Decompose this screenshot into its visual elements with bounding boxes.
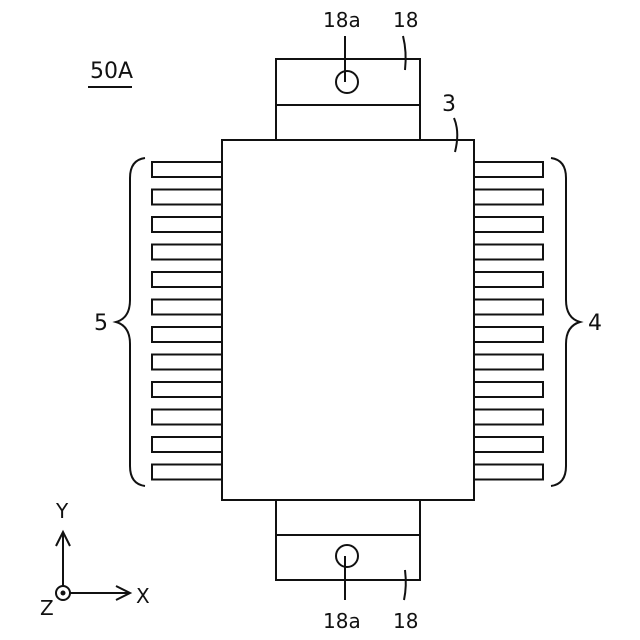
x-axis-label: X — [136, 584, 150, 608]
left-pin — [152, 272, 224, 287]
right-pin — [472, 465, 543, 480]
right-pin-bracket — [551, 158, 580, 486]
coordinate-axes: Y X Z — [40, 499, 150, 620]
left-pin — [152, 162, 224, 177]
right-pin — [472, 272, 543, 287]
device-label: 50A — [90, 59, 133, 84]
right-pin — [472, 300, 543, 315]
right-pin — [472, 245, 543, 260]
left-pin — [152, 465, 224, 480]
right-pin — [472, 217, 543, 232]
left-pin — [152, 437, 224, 452]
left-pin — [152, 382, 224, 397]
top-hole-label: 18a — [323, 8, 361, 32]
right-pin — [472, 437, 543, 452]
right-pin — [472, 162, 543, 177]
bottom-tab-label: 18 — [393, 609, 418, 633]
right-pin — [472, 355, 543, 370]
left-pin — [152, 300, 224, 315]
right-pin-row — [472, 162, 543, 480]
top-mounting-tab — [276, 59, 420, 140]
y-axis-label: Y — [55, 499, 69, 523]
right-pin — [472, 190, 543, 205]
left-pin — [152, 410, 224, 425]
package-body — [222, 140, 474, 500]
left-pin — [152, 217, 224, 232]
body-label: 3 — [442, 92, 456, 117]
bottom-mounting-hole — [336, 545, 358, 567]
bottom-hole-label: 18a — [323, 609, 361, 633]
z-axis-dot — [61, 591, 66, 596]
right-pin — [472, 327, 543, 342]
left-pin-row — [152, 162, 224, 480]
z-axis-label: Z — [40, 596, 54, 620]
left-pin — [152, 245, 224, 260]
bottom-mounting-tab — [276, 500, 420, 580]
left-bracket-label: 5 — [94, 311, 108, 336]
right-pin — [472, 410, 543, 425]
top-tab-label: 18 — [393, 8, 418, 32]
left-pin — [152, 190, 224, 205]
left-pin — [152, 355, 224, 370]
left-pin-bracket — [116, 158, 145, 486]
right-bracket-label: 4 — [588, 311, 602, 336]
top-mounting-hole — [336, 71, 358, 93]
left-pin — [152, 327, 224, 342]
right-pin — [472, 382, 543, 397]
